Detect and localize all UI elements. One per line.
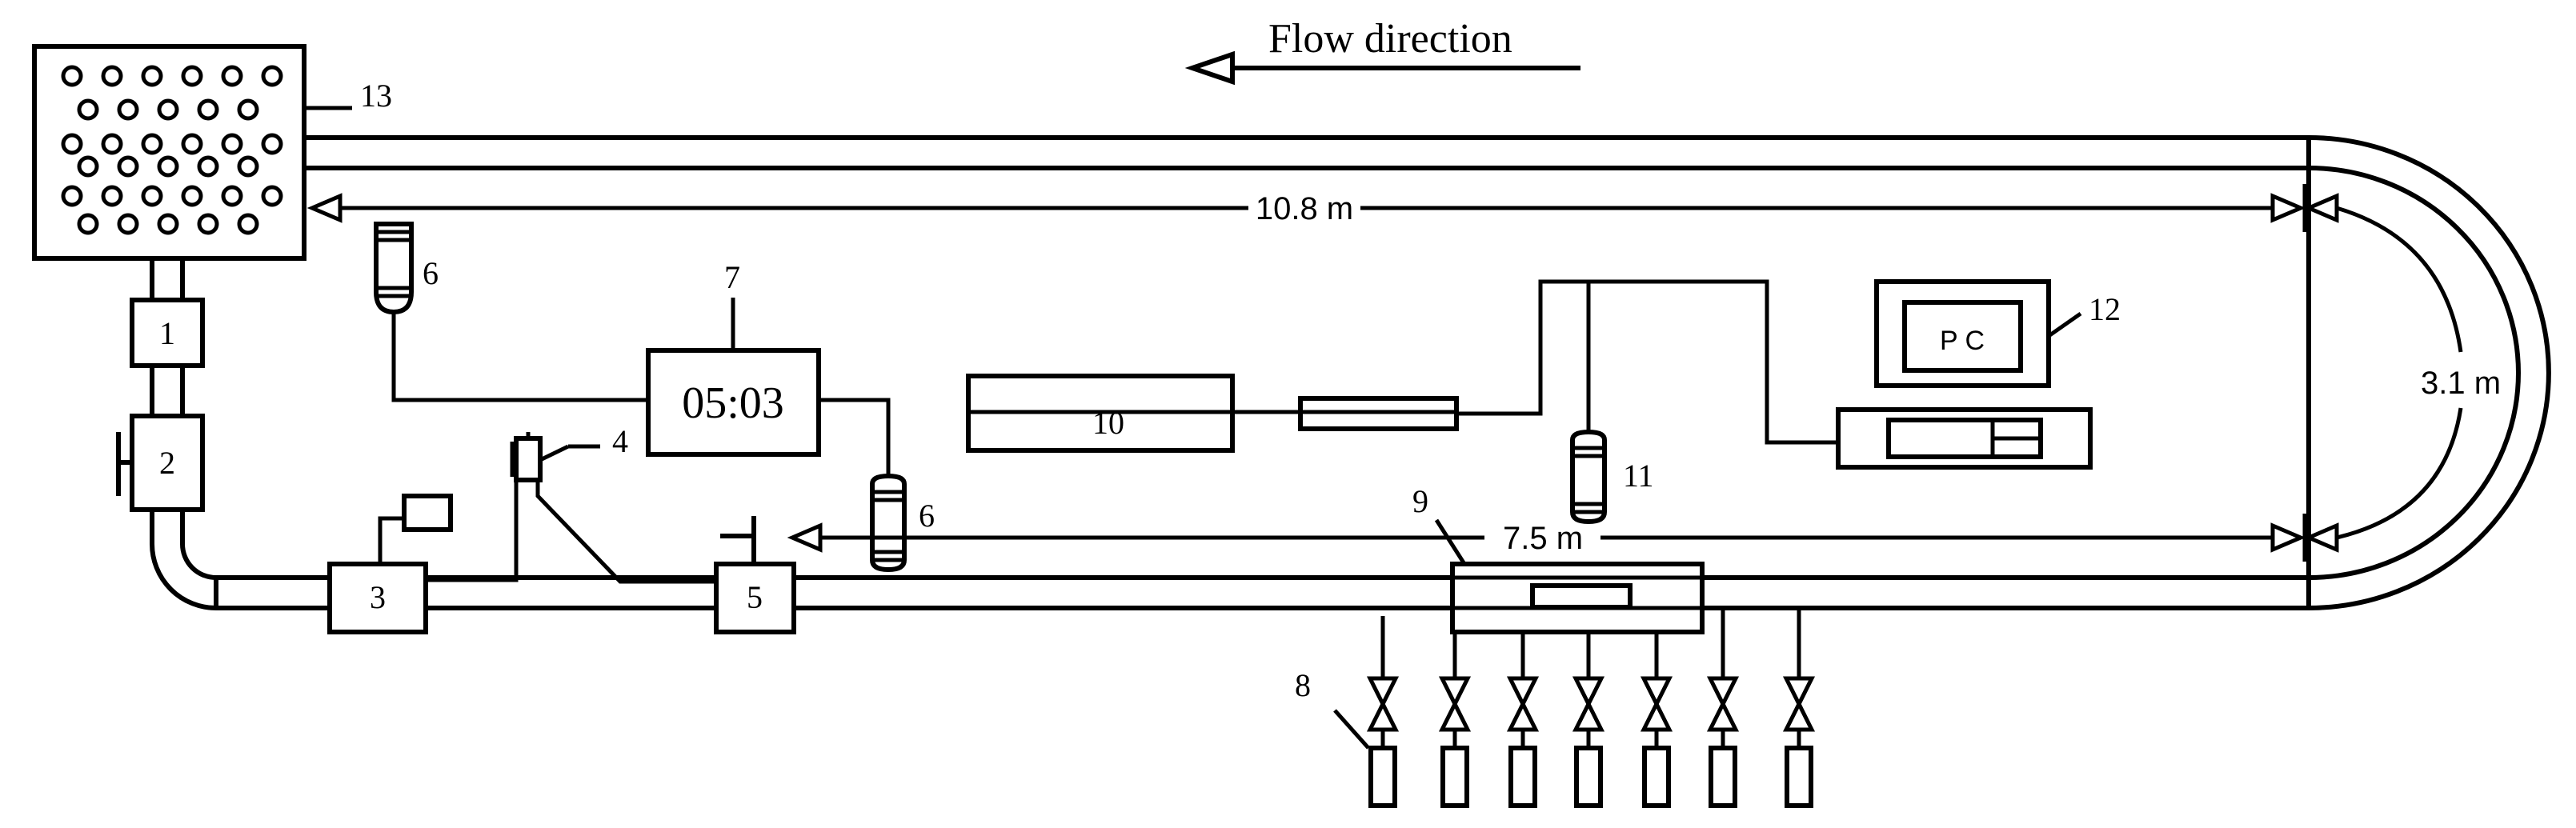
dimension-bend: 3.1 m — [2336, 206, 2501, 540]
label-13: 13 — [360, 78, 392, 114]
sampling-port — [1572, 632, 1605, 808]
flow-direction-label: Flow direction — [1268, 16, 1512, 62]
label-9: 9 — [1412, 483, 1428, 519]
sampling-port — [1706, 608, 1740, 808]
sensor-11: 11 — [1570, 429, 1654, 525]
sampling-port — [1640, 632, 1673, 808]
dimension-bend-label: 3.1 m — [2421, 366, 2501, 401]
label-2: 2 — [159, 445, 175, 481]
left-pipe — [150, 258, 217, 610]
component-4: 4 — [426, 423, 716, 584]
label-5: 5 — [747, 579, 763, 615]
dimension-bottom-label: 7.5 m — [1503, 521, 1583, 556]
component-3: 3 — [327, 494, 453, 634]
test-section-9: 9 — [1412, 483, 1705, 634]
tank-13: 13 — [32, 44, 392, 261]
label-11: 11 — [1623, 458, 1654, 494]
timer-display: 05:03 — [682, 378, 784, 428]
component-5: 5 — [714, 516, 796, 634]
component-2: 2 — [116, 414, 205, 512]
tank-holes — [61, 65, 283, 235]
label-6-upper: 6 — [423, 255, 439, 291]
component-10: 10 — [966, 279, 1838, 453]
label-8: 8 — [1295, 667, 1311, 703]
sensor-6-lower: 6 — [870, 473, 935, 573]
dimension-top-label: 10.8 m — [1256, 191, 1353, 226]
top-pipe — [304, 135, 2309, 170]
dimension-top: 10.8 m — [306, 184, 2339, 232]
label-4: 4 — [612, 423, 628, 459]
sampling-ports-8: 8 — [1295, 608, 1816, 808]
label-1: 1 — [159, 315, 175, 351]
pc-12: P C 12 — [1836, 279, 2121, 470]
label-10: 10 — [1092, 405, 1124, 441]
flow-direction-indicator: Flow direction — [1184, 16, 1580, 86]
sampling-port — [1438, 632, 1472, 808]
component-1: 1 — [130, 298, 205, 368]
sampling-port — [1506, 632, 1540, 808]
sampling-port — [1366, 616, 1400, 808]
pc-label: P C — [1940, 326, 1985, 356]
dimension-bottom: 7.5 m — [787, 514, 2339, 562]
label-3: 3 — [370, 579, 386, 615]
timer-7: 05:03 7 — [646, 259, 891, 476]
sensor-6-upper: 6 — [374, 222, 439, 315]
u-bend — [2306, 135, 2551, 610]
label-6-lower: 6 — [919, 498, 935, 534]
bottom-pipe — [214, 575, 2309, 610]
label-12: 12 — [2089, 291, 2121, 327]
sampling-port — [1782, 608, 1816, 808]
label-7: 7 — [724, 259, 740, 295]
sensor-6-upper-cable — [391, 312, 648, 402]
